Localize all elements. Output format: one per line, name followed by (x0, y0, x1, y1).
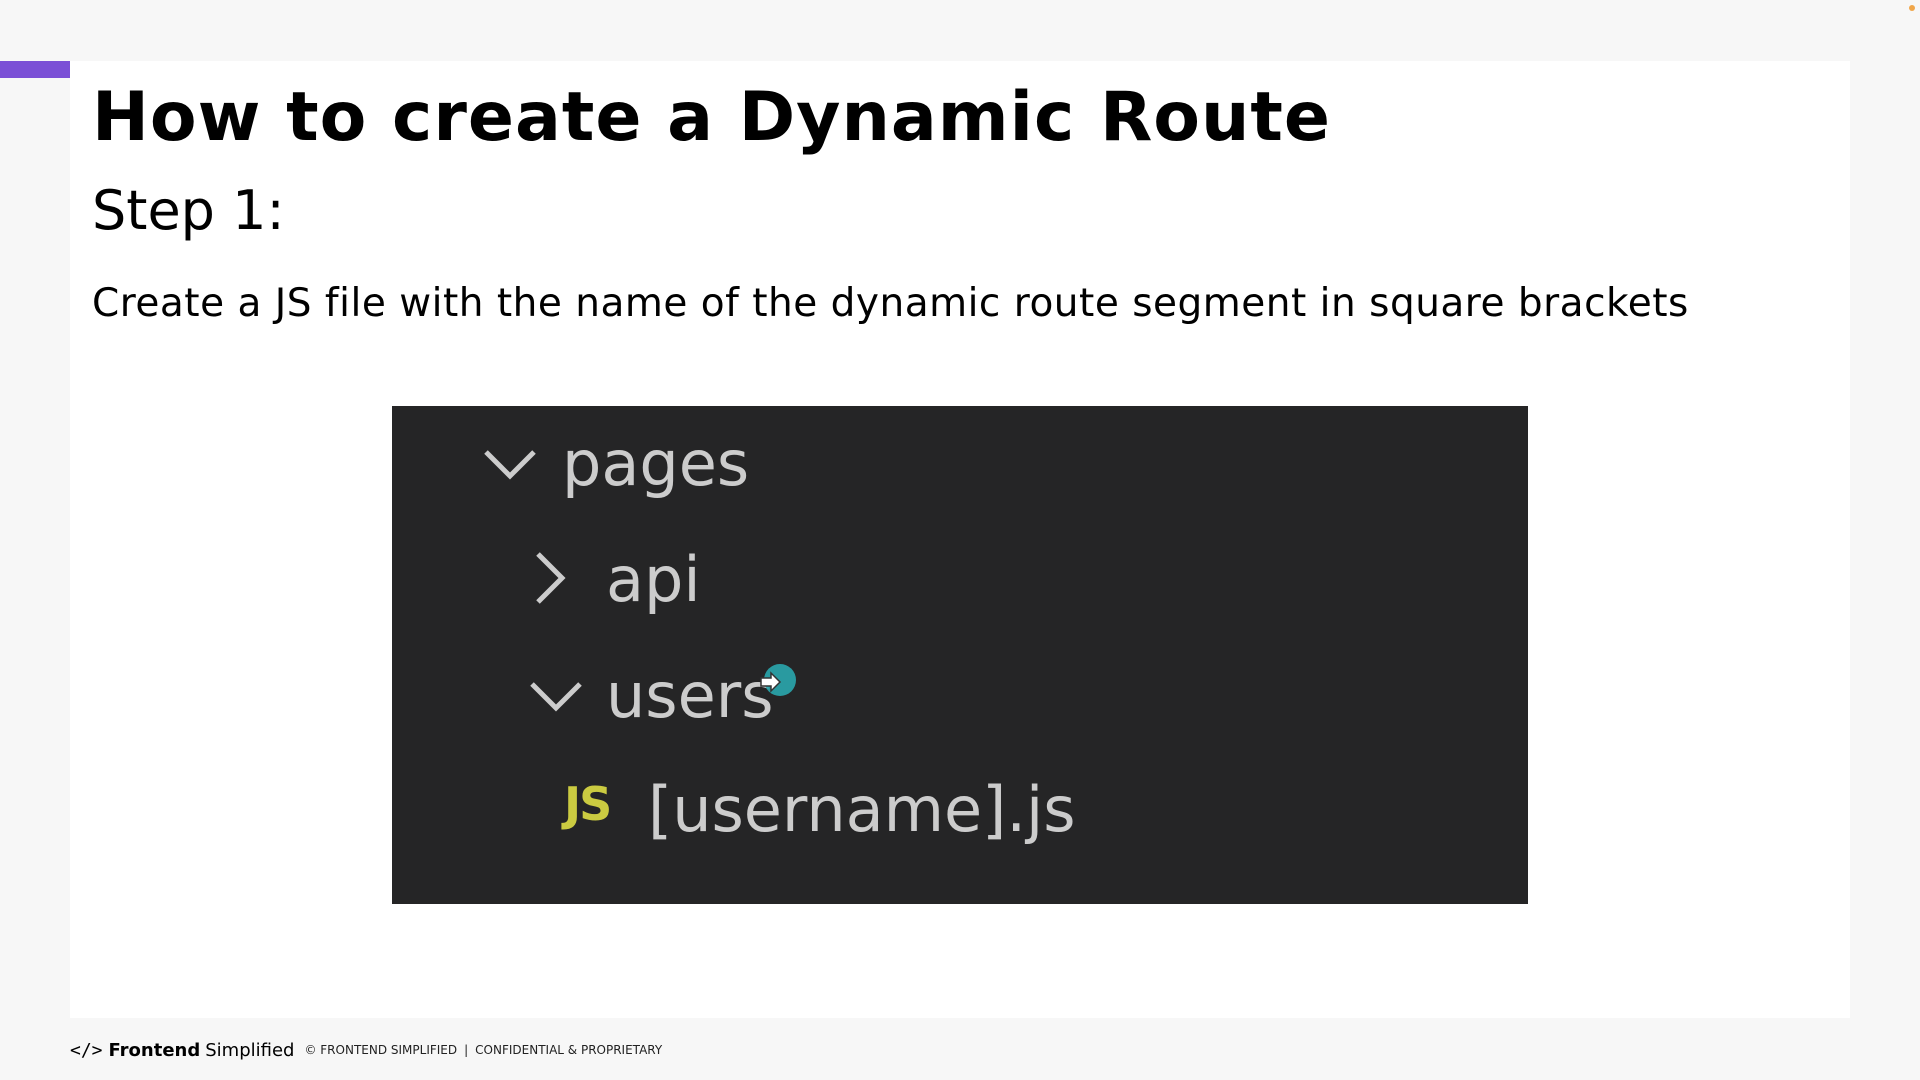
tree-item-pages[interactable]: pages (482, 426, 749, 506)
tree-item-username-js[interactable]: JS [username].js (564, 773, 1076, 854)
tree-item-label: pages (562, 427, 750, 500)
step-description: Create a JS file with the name of the dy… (92, 281, 1689, 326)
brand-name-bold: Frontend (108, 1039, 201, 1061)
footer-separator: | (464, 1043, 469, 1057)
tree-item-label: users (606, 659, 774, 732)
code-brackets-icon: </> (70, 1039, 103, 1061)
brand-name-light: Simplified (205, 1039, 295, 1061)
tree-item-users[interactable]: users (528, 658, 788, 738)
tree-item-api[interactable]: api (532, 542, 732, 622)
slide-title: How to create a Dynamic Route (92, 78, 1332, 157)
copyright-text: © FRONTEND SIMPLIFIED (304, 1043, 458, 1057)
footer: </> Frontend Simplified © FRONTEND SIMPL… (70, 1037, 662, 1063)
file-explorer-screenshot: pages api users JS [username].js (392, 406, 1528, 904)
cursor-icon (760, 671, 782, 693)
tree-item-label: api (606, 543, 701, 616)
chevron-right-icon (536, 552, 566, 604)
recording-indicator (1909, 5, 1915, 11)
step-heading: Step 1: (92, 179, 285, 242)
chevron-down-icon (530, 682, 582, 712)
chevron-down-icon (484, 450, 536, 480)
js-file-icon: JS (564, 777, 612, 831)
confidential-notice: CONFIDENTIAL & PROPRIETARY (475, 1043, 663, 1057)
tree-item-label: [username].js (648, 773, 1076, 846)
accent-bar (0, 61, 70, 78)
